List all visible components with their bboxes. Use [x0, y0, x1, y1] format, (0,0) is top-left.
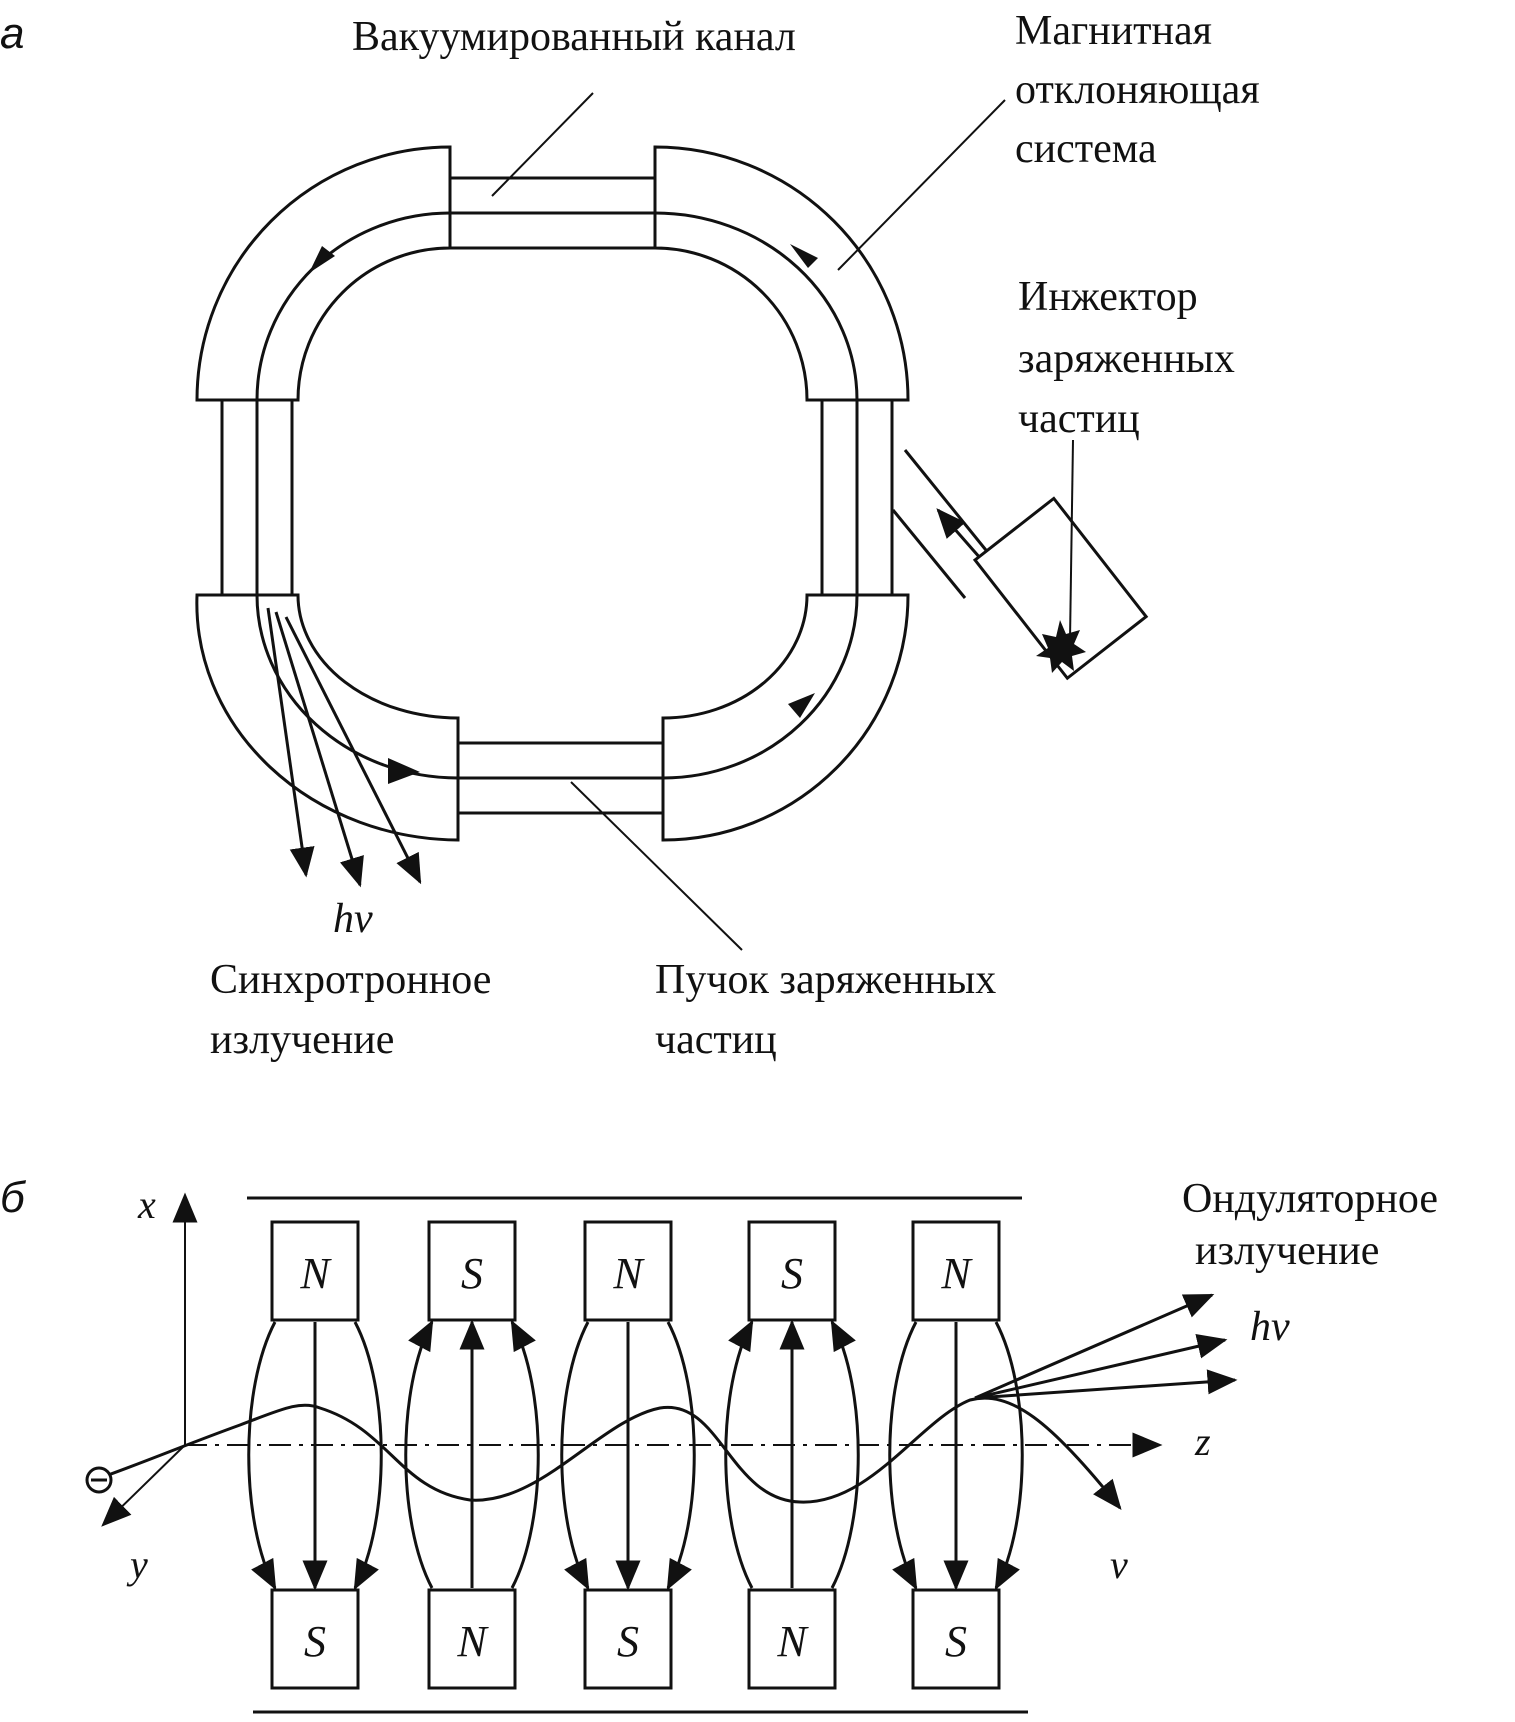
leader-injector	[1069, 439, 1074, 641]
pole-top-2	[427, 1220, 517, 1322]
storage-ring	[195, 92, 1149, 951]
particle-source-icon	[1036, 620, 1086, 673]
label-injector: Инжектор заряженных частиц	[1018, 274, 1235, 442]
label-photon-a: hν	[333, 896, 373, 942]
pole-bottom-label-3: S	[617, 1617, 639, 1666]
pole-bottom-label-1: S	[304, 1617, 326, 1666]
field-line-left-2	[404, 1319, 434, 1589]
straight-left	[220, 398, 294, 597]
field-line-left-1	[247, 1321, 277, 1591]
field-line-right-1	[353, 1321, 383, 1591]
label-magnet-system: Магнитная отклоняющая система	[1015, 8, 1260, 172]
label-beam: Пучок заряженных частиц	[655, 957, 996, 1063]
label-synchrotron: Синхротронное излучение	[210, 957, 491, 1063]
svg-text:заряженных: заряженных	[1018, 336, 1235, 382]
pole-top-1	[270, 1220, 360, 1322]
pole-top-5	[911, 1220, 1001, 1322]
pole-top-label-2: S	[461, 1249, 483, 1298]
bending-magnet-top-left	[195, 145, 452, 402]
magnet-pair-4: SN	[724, 1220, 860, 1690]
svg-text:частиц: частиц	[655, 1017, 777, 1063]
electron-icon	[85, 1466, 113, 1494]
svg-text:частиц: частиц	[1018, 396, 1140, 442]
pole-bottom-label-4: N	[776, 1617, 809, 1666]
bending-magnet-top-right	[653, 145, 910, 402]
straight-bottom	[456, 741, 665, 815]
straight-top	[448, 176, 657, 250]
axis-x-label: x	[137, 1182, 156, 1227]
svg-text:отклоняющая: отклоняющая	[1015, 67, 1260, 113]
pole-bottom-label-5: S	[945, 1617, 967, 1666]
beam-arrow-bottom-left	[388, 758, 420, 784]
svg-text:система: система	[1015, 126, 1157, 172]
pole-top-label-4: S	[781, 1249, 803, 1298]
pole-top-3	[583, 1220, 673, 1322]
label-vacuum-channel: Вакуумированный канал	[352, 14, 796, 60]
pole-bottom-1	[270, 1588, 360, 1690]
axis-y	[101, 1444, 186, 1527]
svg-text:Пучок заряженных: Пучок заряженных	[655, 957, 996, 1003]
magnet-pair-1: NS	[247, 1220, 383, 1690]
magnet-pair-5: NS	[888, 1220, 1024, 1690]
leader-beam	[570, 781, 743, 951]
pole-top-4	[747, 1220, 837, 1322]
svg-text:Магнитная: Магнитная	[1015, 8, 1212, 54]
svg-text:Ондуляторное: Ондуляторное	[1182, 1176, 1438, 1222]
pole-top-label-3: N	[612, 1249, 645, 1298]
leader-magnet-system	[837, 99, 1006, 271]
svg-text:излучение: излучение	[1195, 1228, 1379, 1274]
field-line-left-3	[560, 1321, 590, 1591]
pole-bottom-2	[427, 1588, 517, 1690]
magnet-pair-3: NS	[560, 1220, 696, 1690]
label-velocity: v	[1110, 1542, 1128, 1587]
label-photon-b: hν	[1250, 1304, 1290, 1350]
magnet-pair-2: SN	[404, 1220, 540, 1690]
svg-text:Инжектор: Инжектор	[1018, 274, 1198, 320]
bending-magnet-bottom-right	[661, 593, 910, 842]
electron-trajectory	[99, 1396, 1122, 1510]
beam-direction-arrows	[309, 244, 818, 784]
axis-y-label: y	[126, 1542, 148, 1587]
svg-text:Синхротронное: Синхротронное	[210, 957, 491, 1003]
field-line-right-2	[510, 1319, 540, 1589]
field-line-right-4	[830, 1319, 860, 1589]
axis-z-label: z	[1194, 1419, 1211, 1464]
pole-top-label-5: N	[940, 1249, 973, 1298]
svg-text:излучение: излучение	[210, 1017, 394, 1063]
bending-magnet-bottom-left	[195, 593, 460, 842]
beam-arrow-top-right	[790, 244, 818, 268]
field-line-right-3	[666, 1321, 696, 1591]
field-line-left-5	[888, 1321, 918, 1591]
leader-vacuum-channel	[491, 92, 594, 197]
undulator-rays	[974, 1293, 1238, 1400]
beam-arrow-bottom-right	[788, 693, 815, 718]
field-line-right-5	[994, 1321, 1024, 1591]
straight-right	[820, 398, 894, 597]
pole-bottom-5	[911, 1588, 1001, 1690]
pole-bottom-3	[583, 1588, 673, 1690]
panel-a-letter: а	[0, 9, 24, 58]
injector	[891, 449, 1149, 681]
field-line-left-4	[724, 1319, 754, 1589]
beam-arrow-top-left	[309, 246, 335, 273]
synchrotron-rays	[266, 607, 422, 888]
pole-top-label-1: N	[299, 1249, 332, 1298]
label-undulator-radiation: Ондуляторное излучение	[1182, 1176, 1438, 1274]
pole-bottom-label-2: N	[456, 1617, 489, 1666]
panel-b-letter: б	[0, 1173, 27, 1222]
pole-bottom-4	[747, 1588, 837, 1690]
